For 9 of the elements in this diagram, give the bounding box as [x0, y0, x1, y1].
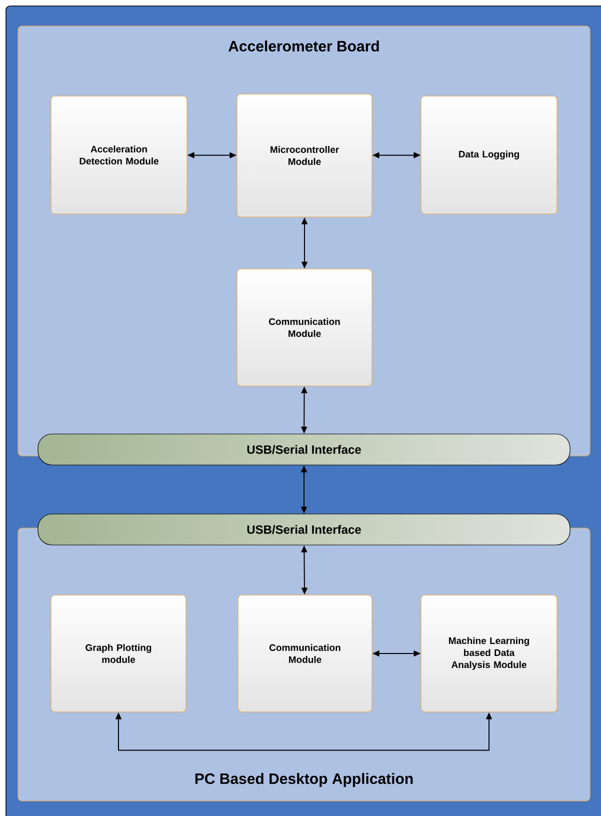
- interface-bar: USB/Serial Interface: [38, 514, 570, 546]
- module-box: Microcontroller Module: [236, 94, 372, 218]
- module-box: Data Logging: [420, 96, 558, 214]
- module-box: Communication Module: [236, 268, 372, 386]
- module-box: Communication Module: [238, 594, 372, 712]
- module-box: Graph Plotting module: [50, 594, 186, 712]
- interface-bar: USB/Serial Interface: [38, 434, 570, 466]
- module-box: Acceleration Detection Module: [50, 96, 188, 214]
- module-box: Machine Learning based Data Analysis Module: [420, 594, 558, 712]
